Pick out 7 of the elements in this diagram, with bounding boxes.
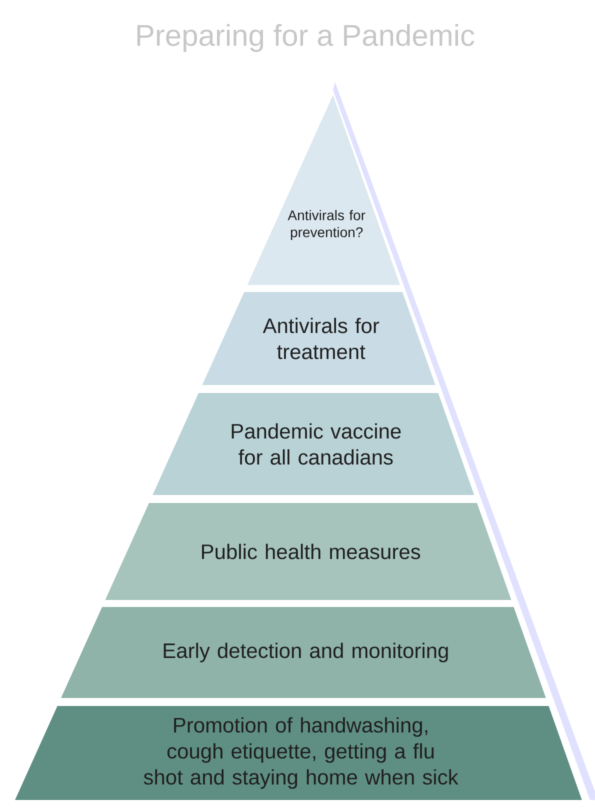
pyramid-tier: Antivirals for prevention?: [247, 95, 400, 285]
pyramid-tier: Public health measures: [105, 503, 512, 600]
title: Preparing for a Pandemic: [137, 24, 474, 52]
pyramid-tier: Early detection and monitoring: [61, 607, 546, 698]
pyramid-tier: Antivirals for treatment: [202, 292, 436, 385]
pyramid-tier: Pandemic vaccine for all canadians: [152, 393, 474, 495]
pyramid-tier: Promotion of handwashing, cough etiquette, getting a flu shot and staying home when sick: [15, 706, 582, 800]
